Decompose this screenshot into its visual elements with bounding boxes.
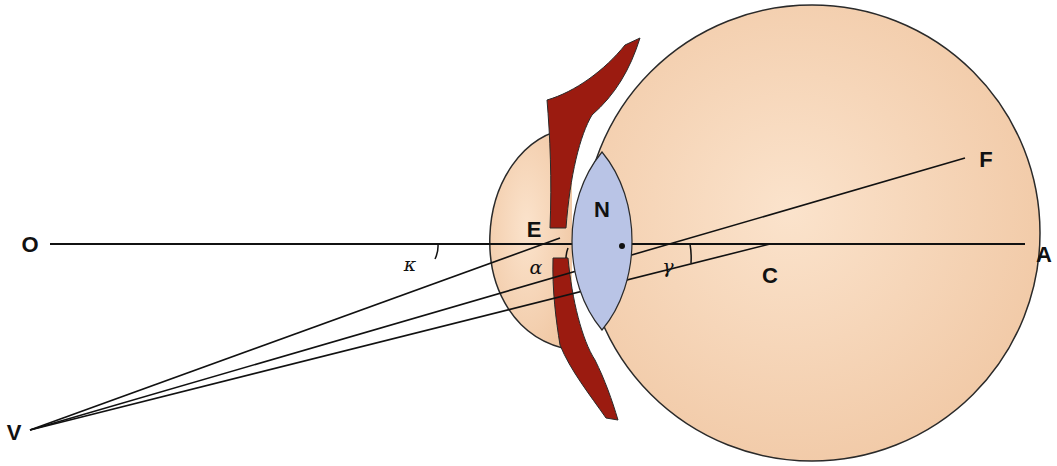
lens-shape: [562, 150, 642, 332]
fixation-line: [30, 244, 770, 430]
pupillary-line: [30, 238, 560, 430]
optical-axis: [50, 243, 1025, 245]
angle-arc: [566, 248, 568, 258]
angle-arc: [690, 244, 691, 263]
angle-label: κ: [404, 255, 416, 274]
point-label: C: [762, 265, 778, 287]
point-label: A: [1036, 244, 1052, 266]
angle-label: γ: [662, 257, 673, 276]
point-label: F: [979, 149, 992, 171]
angle-label: α: [530, 258, 543, 277]
eyeball: [584, 5, 1040, 461]
point-label: V: [7, 422, 22, 444]
point-label: O: [21, 234, 38, 256]
point-label: E: [527, 219, 542, 241]
lens: N: [562, 150, 642, 332]
visual-axis: [30, 158, 965, 430]
point-label: N: [594, 199, 610, 221]
angle-arc: [435, 244, 438, 259]
